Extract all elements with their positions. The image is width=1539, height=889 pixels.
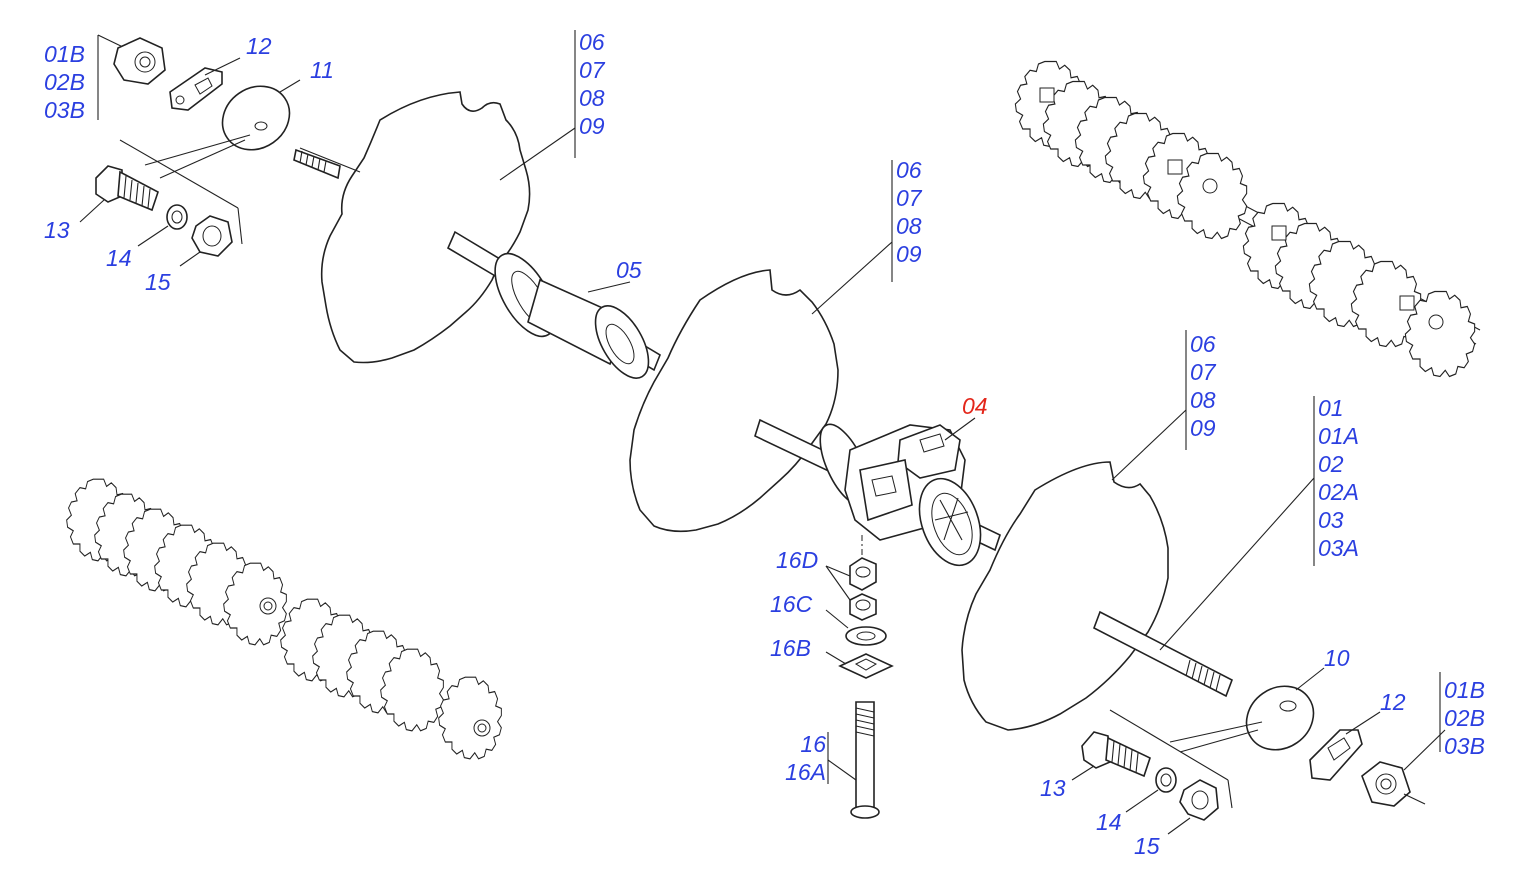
label-blade-top: 06 07 08 09 (579, 29, 605, 139)
label-blade-bottom: 06 07 08 09 (1190, 331, 1216, 441)
bearing-housing-04 (754, 417, 1001, 567)
washer-10 (1245, 685, 1315, 751)
hardware-bottom-right (1071, 667, 1446, 835)
label-10: 10 (1324, 645, 1350, 671)
assembled-rotor-bottom-left (66, 478, 502, 760)
label-16d: 16D (776, 547, 819, 573)
label-12-top: 12 (246, 33, 272, 59)
washer-11-top (221, 85, 291, 151)
label-16b: 16B (770, 635, 811, 661)
label-16c: 16C (770, 591, 813, 617)
label-05: 05 (616, 257, 642, 283)
bolt-stack-16 (825, 535, 894, 819)
label-15-top: 15 (145, 269, 171, 295)
label-13-bottom: 13 (1040, 775, 1066, 801)
label-shafts: 01 01A 02 02A 03 03A (1318, 395, 1359, 561)
hardware-top-left (79, 34, 301, 267)
disc-blade-middle (629, 160, 893, 533)
label-12-bottom: 12 (1380, 689, 1406, 715)
label-13-top: 13 (44, 217, 70, 243)
label-14-top: 14 (106, 245, 132, 271)
bolt-13-bottom (1081, 731, 1151, 778)
label-16: 16 16A (785, 731, 826, 785)
disc-blade-bottom (961, 330, 1315, 731)
spacer-spool-05 (446, 230, 661, 379)
label-blade-middle: 06 07 08 09 (896, 157, 922, 267)
label-14-bottom: 14 (1096, 809, 1122, 835)
label-04: 04 (962, 393, 988, 419)
label-11: 11 (310, 57, 334, 83)
label-15-bottom: 15 (1134, 833, 1160, 859)
disc-blade-top (293, 30, 576, 364)
assembled-rotor-top-right (1014, 60, 1481, 378)
label-nut-top: 01B 02B 03B (44, 41, 85, 123)
label-nut-bottom: 01B 02B 03B (1444, 677, 1485, 759)
bolt-13-top (95, 165, 159, 212)
